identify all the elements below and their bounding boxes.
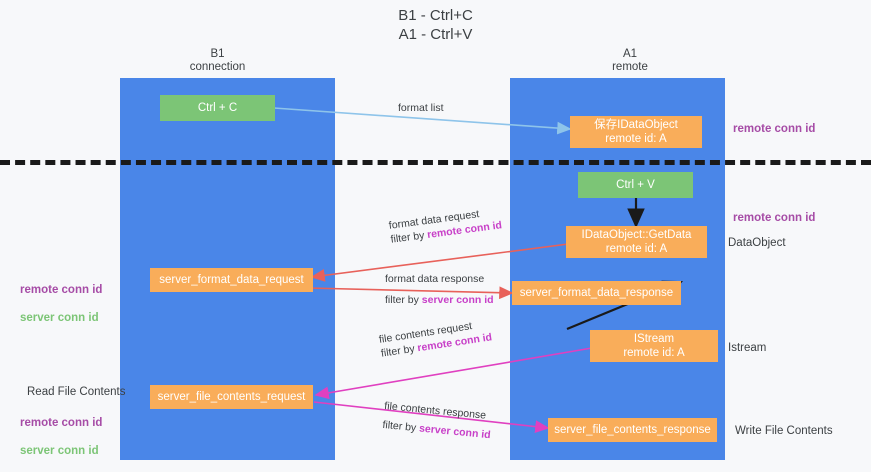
arrow-label-format-data-response-line1: format data response xyxy=(385,273,485,285)
note-dataobject: DataObject xyxy=(728,237,786,249)
box-save-idataobject[interactable]: 保存IDataObject remote id: A xyxy=(570,116,702,148)
note-remote-conn-id-second: remote conn id xyxy=(733,212,816,224)
box-server-file-contents-request[interactable]: server_file_contents_request xyxy=(150,385,313,409)
arrow-label-format-data-request: format data request filter by remote con… xyxy=(388,204,503,246)
note-ids-left-upper: remote conn id server conn id xyxy=(20,269,102,339)
note-server-conn-id-left-lower: server conn id xyxy=(20,445,99,457)
note-read-file-contents: Read File Contents xyxy=(27,386,126,398)
filter-by-prefix-2: filter by xyxy=(385,294,422,306)
page-title: B1 - Ctrl+C A1 - Ctrl+V xyxy=(398,7,473,43)
box-ctrl-v[interactable]: Ctrl + V xyxy=(578,172,693,198)
lane-header-b1: B1 connection xyxy=(189,48,246,73)
box-ctrl-c[interactable]: Ctrl + C xyxy=(160,95,275,121)
box-server-file-contents-response[interactable]: server_file_contents_response xyxy=(548,418,717,442)
highlight-server-conn-id-1: server conn id xyxy=(421,294,494,306)
note-remote-conn-id-left-upper: remote conn id xyxy=(20,284,103,296)
highlight-server-conn-id-2: server conn id xyxy=(418,422,492,442)
note-istream: Istream xyxy=(728,342,767,354)
filter-by-prefix-3: filter by xyxy=(380,342,419,360)
box-server-format-data-request[interactable]: server_format_data_request xyxy=(150,268,313,292)
note-remote-conn-id-left-lower: remote conn id xyxy=(20,417,103,429)
note-server-conn-id-left-upper: server conn id xyxy=(20,312,99,324)
filter-by-prefix-4: filter by xyxy=(381,418,420,435)
box-server-format-data-response[interactable]: server_format_data_response xyxy=(512,281,681,305)
arrow-label-format-list-line1: format list xyxy=(398,102,444,114)
box-idataobject-getdata[interactable]: IDataObject::GetData remote id: A xyxy=(566,226,707,258)
phase-divider xyxy=(0,160,871,165)
note-write-file-contents: Write File Contents xyxy=(735,425,833,437)
filter-by-prefix-1: filter by xyxy=(389,229,428,246)
arrow-label-file-contents-response: file contents response filter by server … xyxy=(382,399,493,442)
note-remote-conn-id-top: remote conn id xyxy=(733,123,816,135)
note-ids-left-lower: remote conn id server conn id xyxy=(20,402,102,472)
arrow-label-file-contents-request: file contents request filter by remote c… xyxy=(378,316,493,360)
arrow-label-format-list: format list xyxy=(398,101,444,115)
box-istream[interactable]: IStream remote id: A xyxy=(590,330,718,362)
arrow-label-format-data-response: format data response filter by server co… xyxy=(385,272,494,307)
lane-header-a1: A1 remote xyxy=(612,48,648,73)
